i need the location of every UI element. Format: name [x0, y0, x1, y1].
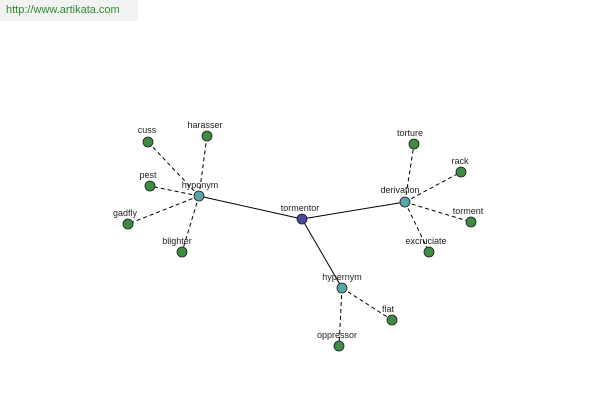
graph-nodes — [122, 130, 477, 352]
node-torture[interactable] — [408, 138, 420, 150]
node-excruciate[interactable] — [423, 246, 435, 258]
label-pest: pest — [139, 170, 157, 180]
edge-derivation-torment — [404, 201, 472, 223]
node-blighter[interactable] — [176, 246, 188, 258]
label-hyponym: hyponym — [182, 180, 219, 190]
node-oppressor[interactable] — [333, 340, 345, 352]
label-oppressor: oppressor — [317, 330, 357, 340]
node-cuss[interactable] — [142, 136, 154, 148]
node-hyponym[interactable] — [193, 190, 205, 202]
edge-hypernym-oppressor — [338, 287, 343, 347]
edge-hyponym-blighter — [181, 195, 200, 253]
edge-hypernym-flat — [341, 287, 393, 321]
edge-tormentor-hyponym — [198, 195, 303, 220]
edge-hyponym-cuss — [147, 141, 200, 197]
graph-labels: tormentor hyponym cuss harasser pest gadfly bl… — [113, 120, 484, 340]
node-rack[interactable] — [455, 166, 467, 178]
node-tormentor[interactable] — [296, 213, 308, 225]
label-rack: rack — [451, 156, 469, 166]
node-torment[interactable] — [465, 216, 477, 228]
watermark-banner: http://www.artikata.com — [0, 0, 138, 21]
graph-edges — [127, 135, 472, 347]
label-blighter: blighter — [162, 236, 192, 246]
node-harasser[interactable] — [201, 130, 213, 142]
edge-hyponym-gadfly — [127, 195, 200, 225]
node-pest[interactable] — [144, 180, 156, 192]
label-flat: flat — [382, 304, 395, 314]
label-hypernym: hypernym — [322, 272, 362, 282]
label-excruciate: excruciate — [405, 236, 446, 246]
edge-derivation-rack — [404, 171, 462, 203]
watermark-link[interactable]: http://www.artikata.com — [6, 4, 120, 16]
edge-tormentor-hypernym — [301, 218, 343, 289]
edge-hyponym-pest — [149, 185, 200, 197]
node-hypernym[interactable] — [336, 282, 348, 294]
edge-derivation-excruciate — [404, 201, 430, 253]
edge-tormentor-derivation — [301, 201, 406, 220]
edge-derivation-torture — [404, 143, 415, 203]
node-flat[interactable] — [386, 314, 398, 326]
label-harasser: harasser — [187, 120, 222, 130]
label-tormentor: tormentor — [281, 203, 320, 213]
node-derivation[interactable] — [399, 196, 411, 208]
label-torment: torment — [453, 206, 484, 216]
label-cuss: cuss — [138, 125, 157, 135]
edge-hyponym-harasser — [198, 135, 208, 197]
label-gadfly: gadfly — [113, 208, 138, 218]
label-derivation: derivation — [380, 185, 419, 195]
node-gadfly[interactable] — [122, 218, 134, 230]
label-torture: torture — [397, 128, 423, 138]
